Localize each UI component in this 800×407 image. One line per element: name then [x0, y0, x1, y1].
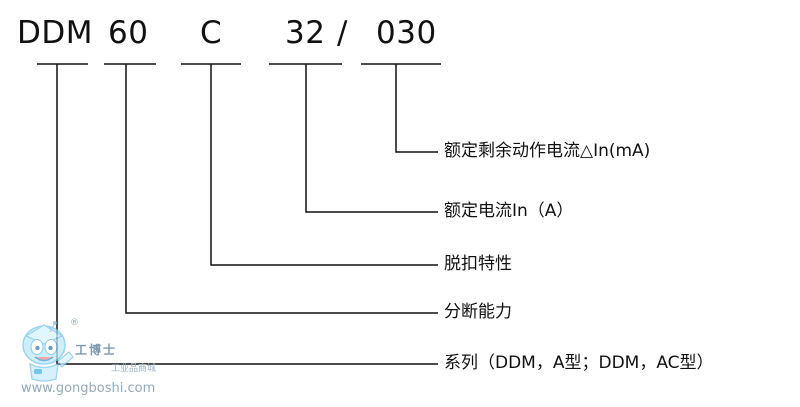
watermark: ® 工博士 工业品商城 www.gongboshi.com	[16, 318, 156, 398]
brand-url: www.gongboshi.com	[21, 381, 156, 396]
leader-breaking-capacity	[125, 64, 438, 314]
code-slash: /	[337, 15, 348, 51]
label-series: 系列（DDM，A型；DDM，AC型）	[444, 353, 714, 373]
brand-name: 工博士	[75, 343, 118, 357]
code-series: DDM	[17, 15, 93, 51]
code-rated-current: 32	[285, 15, 326, 51]
code-residual-current: 030	[376, 15, 437, 51]
label-breaking-capacity: 分断能力	[444, 302, 512, 322]
label-trip-curve: 脱扣特性	[444, 254, 512, 274]
code-breaking-capacity: 60	[108, 15, 149, 51]
leader-rated-current	[305, 64, 438, 213]
robot-mascot-icon	[22, 321, 74, 382]
leader-residual-current	[395, 64, 438, 153]
code-trip-curve: C	[200, 15, 223, 51]
leader-trip-curve	[210, 64, 438, 266]
label-residual-current: 额定剩余动作电流△In(mA)	[444, 141, 651, 161]
brand-tagline: 工业品商城	[111, 364, 157, 374]
registered-mark: ®	[70, 318, 79, 328]
label-rated-current: 额定电流In（A）	[444, 201, 574, 221]
